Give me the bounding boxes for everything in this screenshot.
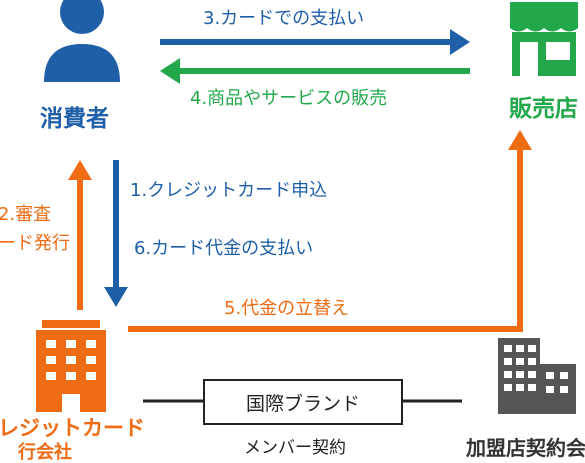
store-icon <box>510 2 578 76</box>
flow-label-card-payment: 3.カードでの支払い <box>203 8 365 29</box>
card-company-sub-label: 行会社 <box>18 442 72 463</box>
flow-label-review: 2.審査 <box>0 204 52 225</box>
arrow-card-payment <box>160 29 470 55</box>
arrow-review-and-issue <box>68 160 92 310</box>
card-company-building-icon <box>36 320 106 412</box>
merchant-contract-label: 加盟店契約会 <box>466 436 585 460</box>
arrow-goods-sale <box>160 58 470 84</box>
flow-label-card-bill-payment: 6.カード代金の支払い <box>134 238 314 259</box>
arrow-application-and-payment <box>104 160 128 307</box>
flow-label-goods-sale: 4.商品やサービスの販売 <box>190 88 388 109</box>
international-brand-label: 国際ブランド <box>245 392 360 415</box>
flow-label-card-application: 1.クレジットカード申込 <box>130 180 328 201</box>
international-brand-box: 国際ブランド <box>203 379 403 425</box>
flow-label-advance-payment: 5.代金の立替え <box>224 298 350 319</box>
store-label: 販売店 <box>509 96 578 122</box>
arrow-advance-payment <box>128 130 532 332</box>
flow-diagram <box>36 0 578 414</box>
flow-label-card-issue: ード発行 <box>0 233 70 254</box>
merchant-company-building-icon <box>498 338 576 414</box>
card-company-label: レジットカード <box>0 416 145 440</box>
member-contract-label: メンバー契約 <box>244 438 346 458</box>
consumer-label: 消費者 <box>40 106 109 132</box>
consumer-person-icon <box>44 0 120 82</box>
